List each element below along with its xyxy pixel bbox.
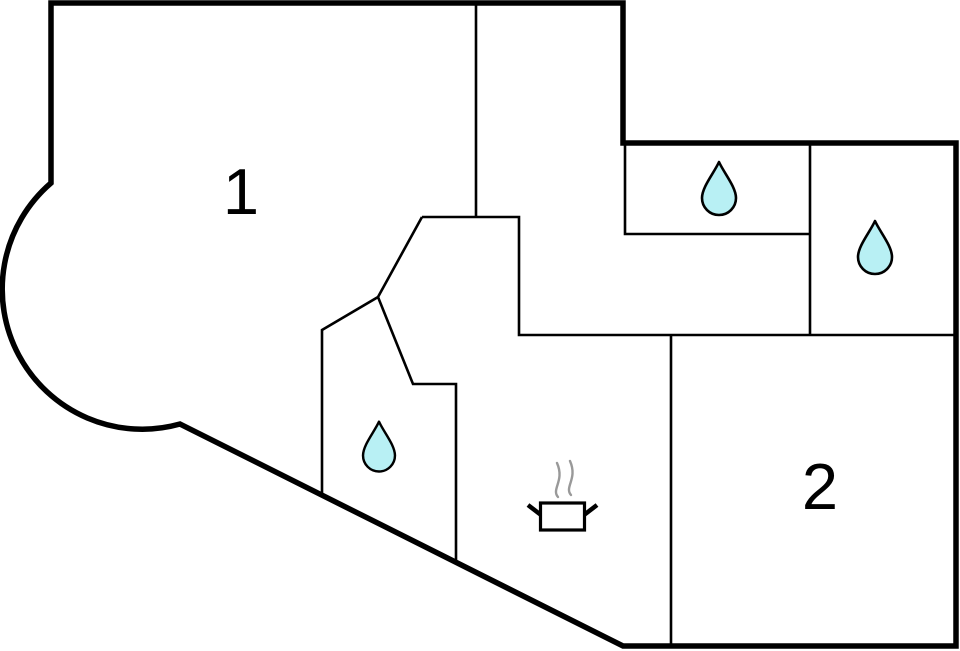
pot-handle-left xyxy=(526,503,543,517)
interior-wall-hall xyxy=(422,215,956,337)
steam-icon xyxy=(554,461,561,499)
water-drop-icon xyxy=(856,219,894,276)
interior-wall-bath-right xyxy=(376,296,458,564)
room-2-label: 2 xyxy=(802,450,838,523)
water-drop-icon xyxy=(361,420,397,473)
interior-wall-bath-left xyxy=(320,216,424,497)
pot-handle-right xyxy=(582,503,599,517)
cooking-pot-icon xyxy=(526,459,599,532)
interior-wall-top-bathroom xyxy=(623,145,810,236)
room-1-label: 1 xyxy=(223,155,259,228)
water-drop-icon xyxy=(700,160,738,217)
pot-body xyxy=(538,501,587,532)
steam-icon xyxy=(567,459,574,497)
